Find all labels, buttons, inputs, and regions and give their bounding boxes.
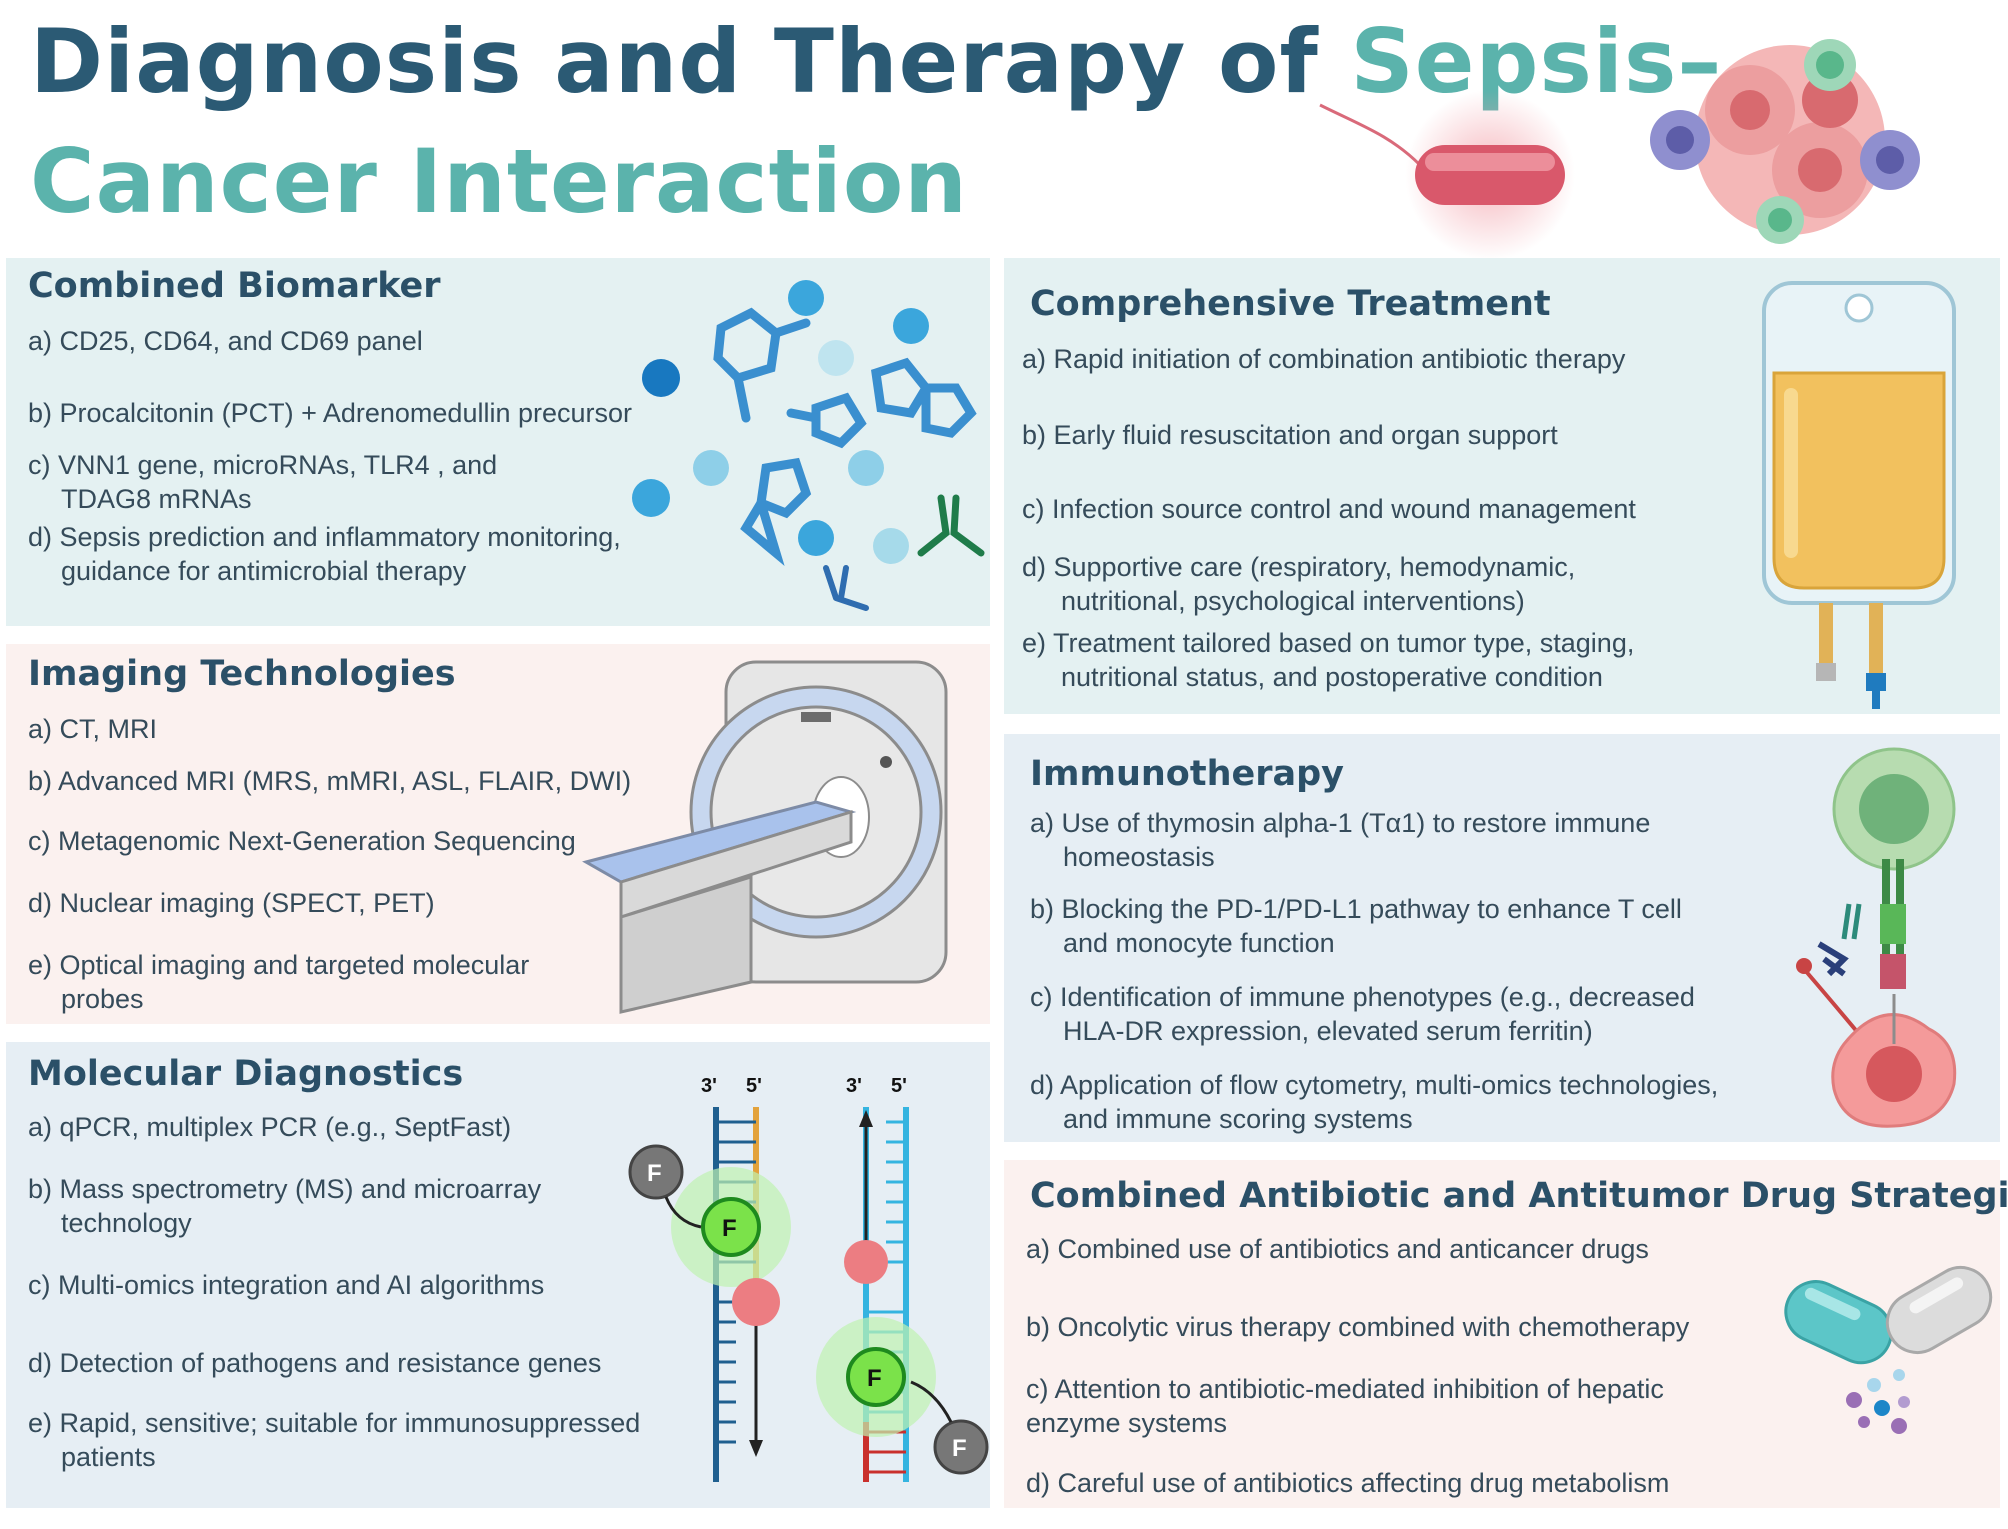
list-item: guidance for antimicrobial therapy: [61, 556, 467, 586]
tumor-immune-cells-illustration: [1650, 39, 1920, 244]
pcr-probe-illustration: 3' 5' 3' 5' F F: [628, 1075, 989, 1482]
strand-label: 3': [701, 1075, 717, 1097]
strand-label: 5': [746, 1075, 762, 1097]
list-item: b) Procalcitonin (PCT) + Adrenomedullin …: [28, 398, 633, 428]
list-item: b) Advanced MRI (MRS, mMRI, ASL, FLAIR, …: [28, 766, 632, 796]
list-item: b) Early fluid resuscitation and organ s…: [1022, 420, 1558, 450]
list-item: d) Nuclear imaging (SPECT, PET): [28, 888, 435, 918]
list-item: c) Metagenomic Next-Generation Sequencin…: [28, 826, 576, 856]
list-item: d) Careful use of antibiotics affecting …: [1026, 1468, 1670, 1498]
immunotherapy-title: Immunotherapy: [1030, 754, 1344, 794]
imaging-technologies-panel: Imaging Technologies a) CT, MRI b) Advan…: [6, 644, 990, 1024]
combined-biomarker-panel: Combined Biomarker a) CD25, CD64, and CD…: [6, 258, 990, 626]
molecules-illustration: [632, 280, 985, 611]
title-prefix: Diagnosis and Therapy of: [30, 10, 1351, 113]
list-item: d) Supportive care (respiratory, hemodyn…: [1022, 552, 1576, 582]
list-item: c) Attention to antibiotic-mediated inhi…: [1026, 1374, 1664, 1404]
iv-bag-illustration: [1762, 281, 1956, 709]
list-item: TDAG8 mRNAs: [61, 484, 252, 514]
list-item: d) Sepsis prediction and inflammatory mo…: [28, 522, 621, 552]
list-item: a) CD25, CD64, and CD69 panel: [28, 326, 423, 356]
list-item: technology: [61, 1208, 192, 1238]
list-item: c) Identification of immune phenotypes (…: [1030, 982, 1695, 1012]
drug-strategies-title: Combined Antibiotic and Antitumor Drug S…: [1030, 1176, 2008, 1216]
list-item: a) Rapid initiation of combination antib…: [1022, 344, 1626, 374]
list-item: e) Optical imaging and targeted molecula…: [28, 950, 530, 980]
list-item: a) qPCR, multiplex PCR (e.g., SeptFast): [28, 1112, 512, 1142]
list-item: b) Mass spectrometry (MS) and microarray: [28, 1174, 542, 1204]
fluor-label: F: [647, 1160, 662, 1187]
list-item: b) Blocking the PD-1/PD-L1 pathway to en…: [1030, 894, 1682, 924]
list-item: d) Application of flow cytometry, multi-…: [1030, 1070, 1719, 1100]
page-title-line1: Diagnosis and Therapy of Sepsis–: [30, 18, 1722, 106]
capsule-pills-illustration: [1784, 1266, 1993, 1434]
list-item: HLA-DR expression, elevated serum ferrit…: [1063, 1016, 1593, 1046]
immunotherapy-panel: Immunotherapy a) Use of thymosin alpha-1…: [1004, 734, 2000, 1142]
list-item: nutritional, psychological interventions…: [1061, 586, 1525, 616]
imaging-technologies-title: Imaging Technologies: [28, 654, 456, 694]
bacterium-illustration: [1319, 90, 1575, 260]
title-highlight: Sepsis–: [1350, 10, 1723, 113]
strand-label: 5': [891, 1075, 907, 1097]
drug-strategies-panel: Combined Antibiotic and Antitumor Drug S…: [1004, 1160, 2008, 1508]
t-cell-tumor-illustration: [1796, 747, 1957, 1128]
list-item: c) Infection source control and wound ma…: [1022, 494, 1636, 524]
list-item: a) Combined use of antibiotics and antic…: [1026, 1234, 1649, 1264]
list-item: c) Multi-omics integration and AI algori…: [28, 1270, 545, 1300]
list-item: c) VNN1 gene, microRNAs, TLR4 , and: [28, 450, 498, 480]
list-item: a) CT, MRI: [28, 714, 158, 744]
list-item: and immune scoring systems: [1063, 1104, 1413, 1134]
strand-label: 3': [846, 1075, 862, 1097]
list-item: nutritional status, and postoperative co…: [1061, 662, 1603, 692]
list-item: d) Detection of pathogens and resistance…: [28, 1348, 602, 1378]
list-item: and monocyte function: [1063, 928, 1335, 958]
list-item: e) Rapid, sensitive; suitable for immuno…: [28, 1408, 641, 1438]
list-item: b) Oncolytic virus therapy combined with…: [1026, 1312, 1690, 1342]
molecular-diagnostics-panel: Molecular Diagnostics a) qPCR, multiplex…: [6, 1042, 990, 1508]
page-title-line2: Cancer Interaction: [30, 130, 968, 233]
list-item: probes: [61, 984, 144, 1014]
combined-biomarker-title: Combined Biomarker: [28, 266, 441, 306]
molecular-diagnostics-title: Molecular Diagnostics: [28, 1054, 464, 1094]
list-item: e) Treatment tailored based on tumor typ…: [1022, 628, 1635, 658]
fluor-label: F: [867, 1365, 882, 1392]
comprehensive-treatment-panel: Comprehensive Treatment a) Rapid initiat…: [1004, 258, 2000, 714]
list-item: a) Use of thymosin alpha-1 (Tα1) to rest…: [1030, 808, 1651, 838]
fluor-label: F: [722, 1215, 737, 1242]
list-item: enzyme systems: [1026, 1408, 1228, 1438]
comprehensive-treatment-title: Comprehensive Treatment: [1030, 284, 1551, 324]
mri-scanner-illustration: [582, 660, 948, 1014]
fluor-label: F: [952, 1435, 967, 1462]
list-item: homeostasis: [1063, 842, 1215, 872]
list-item: patients: [61, 1442, 156, 1472]
